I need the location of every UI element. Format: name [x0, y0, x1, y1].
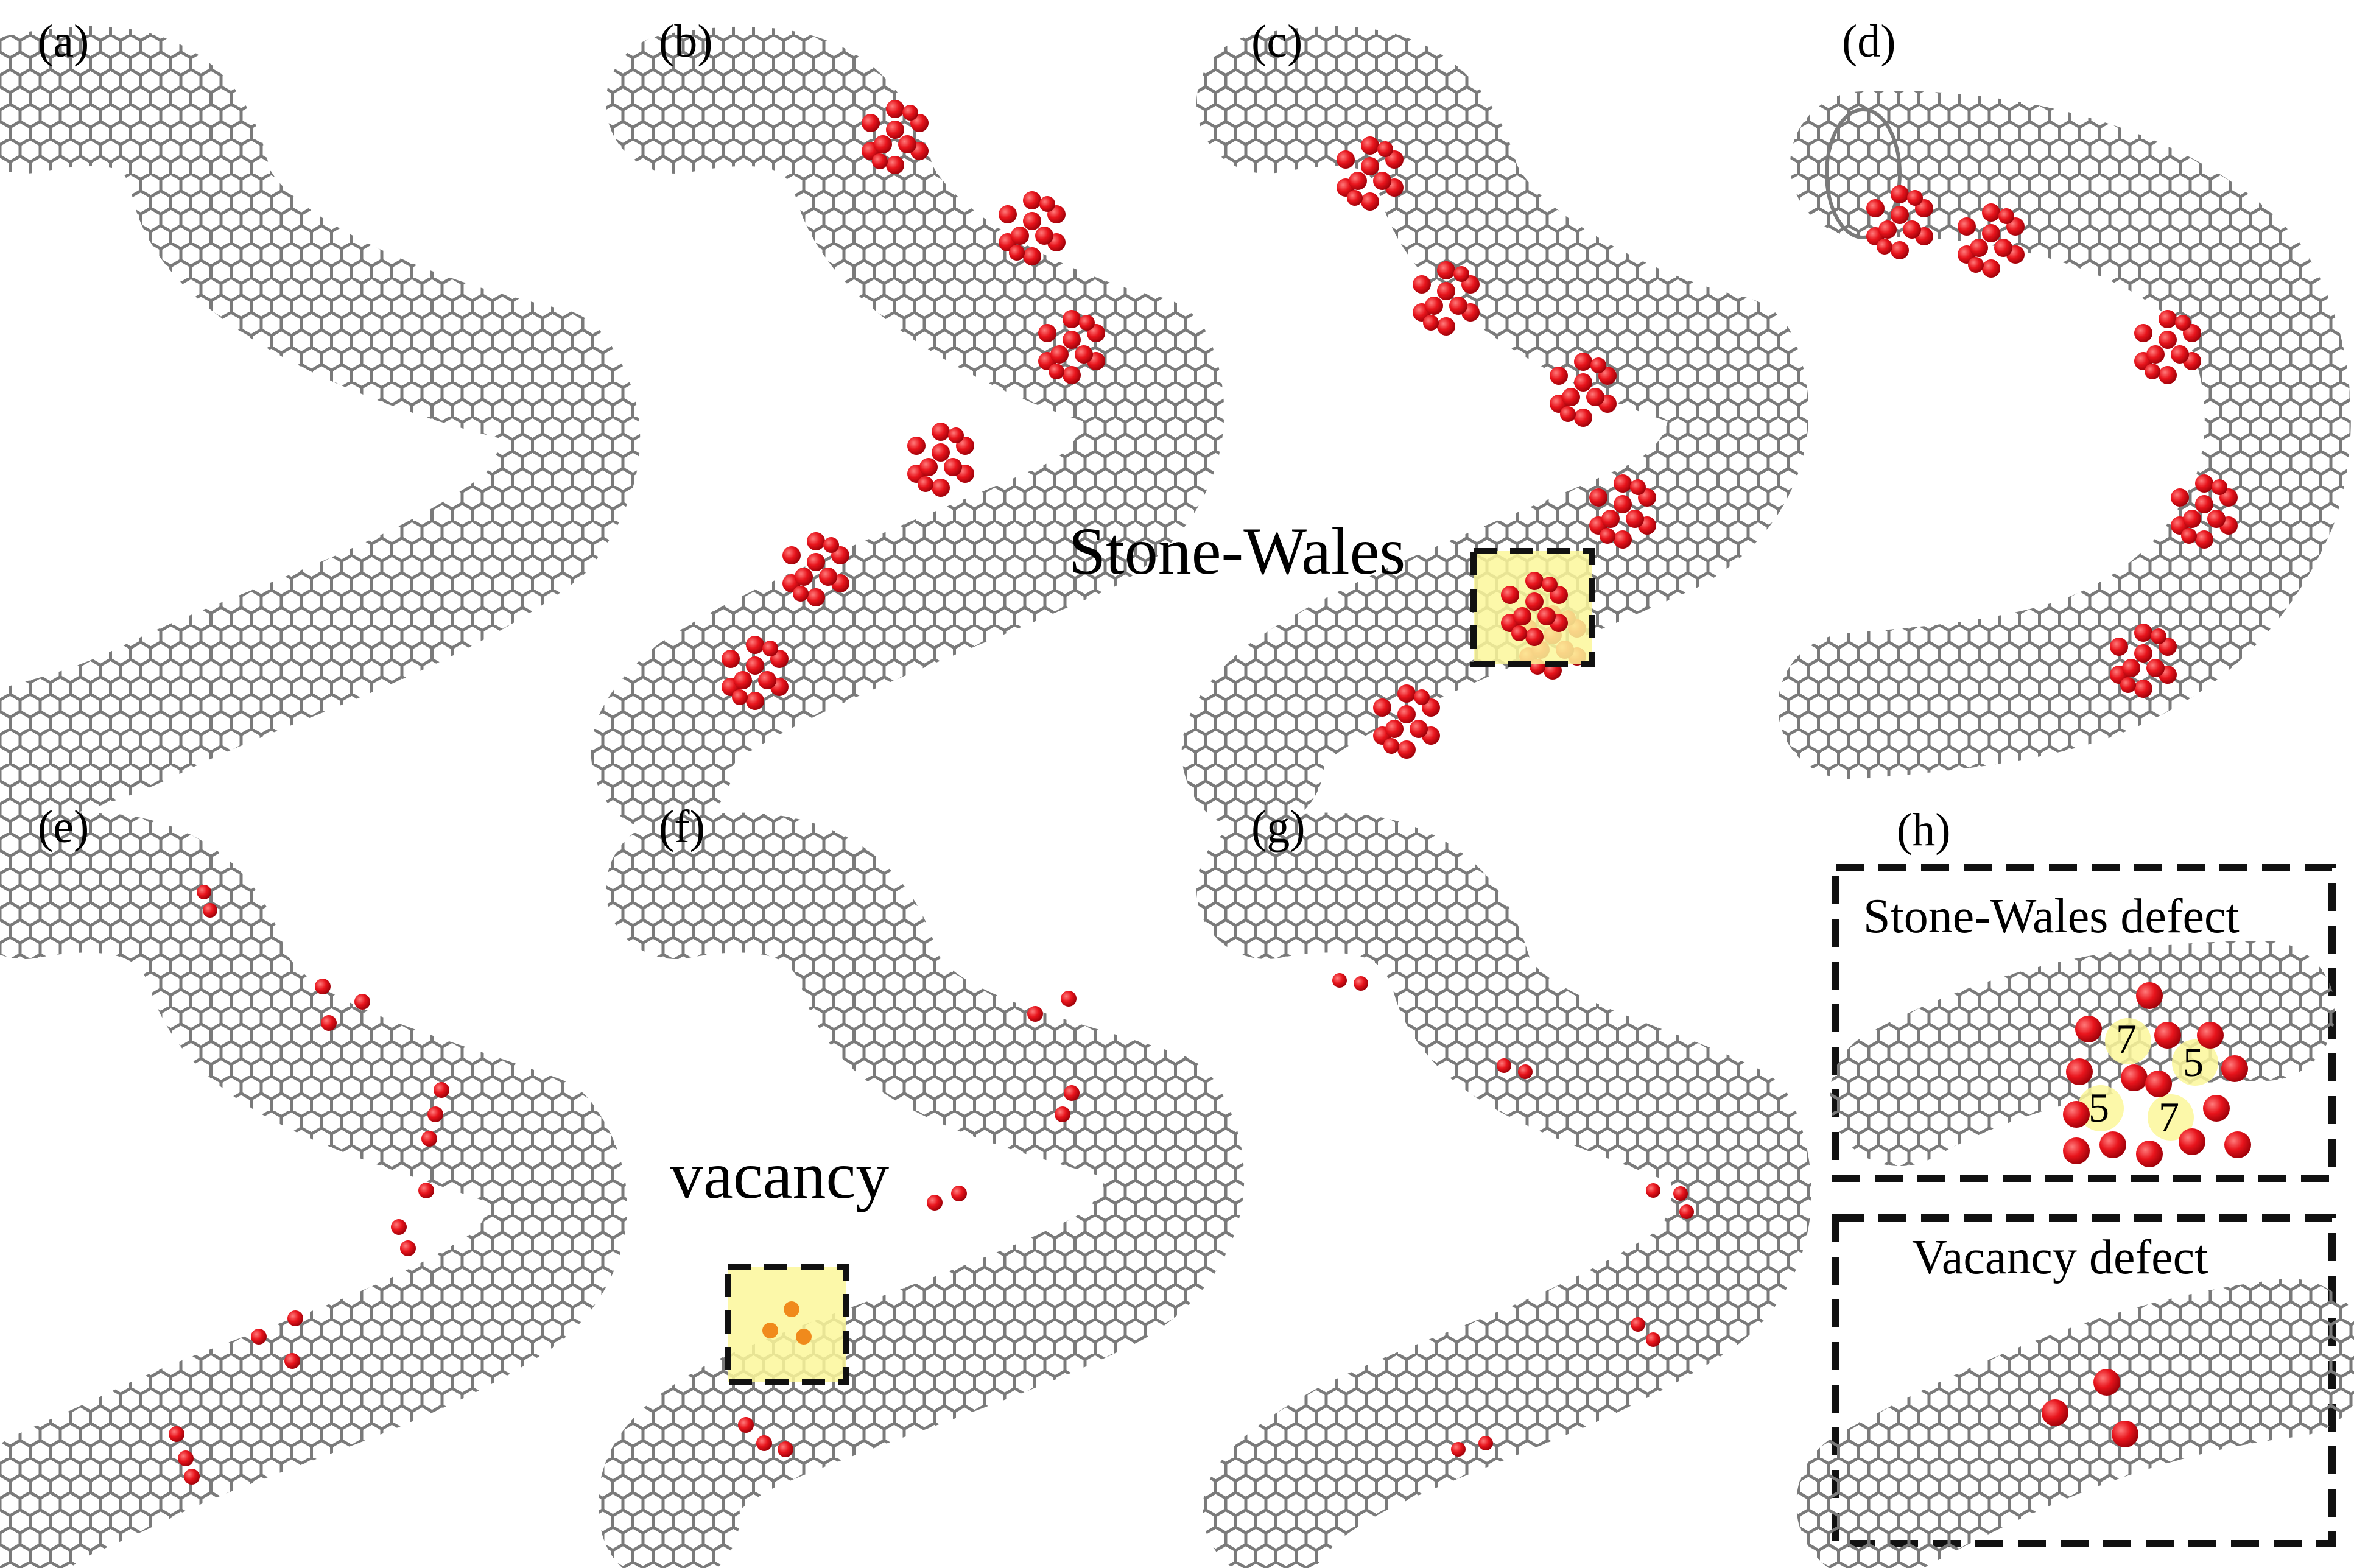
- panel-label-d: (d): [1842, 16, 1896, 67]
- panel-label-c: (c): [1251, 16, 1303, 67]
- panel-c-stone-wales-box: [1470, 548, 1595, 667]
- panel-f-vacancy-box: [725, 1264, 849, 1385]
- panel-e-defects: [169, 885, 449, 1485]
- panel-h-stone-wales-lattice: [1830, 941, 2335, 1166]
- panel-f-vacancy-atoms: [762, 1301, 812, 1345]
- annotation-stone-wales: Stone-Wales: [1069, 514, 1406, 588]
- panel-label-b: (b): [659, 16, 713, 67]
- panel-label-e: (e): [38, 801, 90, 853]
- panel-c-nanotube: [1182, 26, 1809, 831]
- panel-g-defects: [1332, 973, 1694, 1457]
- panel-label-a: (a): [38, 16, 90, 67]
- panel-h-vacancy-lattice: [1796, 1279, 2354, 1568]
- annotation-vacancy-defect: Vacancy defect: [1912, 1231, 2208, 1284]
- ring-number: 7: [2159, 1094, 2179, 1140]
- panel-label-g: (g): [1251, 801, 1305, 853]
- annotation-stone-wales-defect: Stone-Wales defect: [1863, 890, 2240, 943]
- annotation-vacancy: vacancy: [670, 1138, 890, 1212]
- panel-d-nanotube: [1778, 91, 2351, 779]
- panel-f-nanotube: [598, 812, 1245, 1568]
- ring-number: 5: [2183, 1039, 2204, 1085]
- panel-f-defects: [738, 991, 1080, 1457]
- panel-h-stone-wales-atoms: [2063, 982, 2251, 1167]
- panel-f-vacancy-highlight: [728, 1267, 846, 1382]
- ring-number: 5: [2089, 1085, 2109, 1131]
- ring-number: 7: [2116, 1016, 2137, 1062]
- panel-label-f: (f): [659, 801, 705, 853]
- panel-h-stone-wales-highlight: [2078, 1018, 2218, 1141]
- panel-g-nanotube: [1196, 812, 1811, 1568]
- panel-label-h: (h): [1897, 804, 1951, 856]
- panel-a-nanotube: [0, 26, 641, 825]
- panel-h-vacancy-atoms: [2042, 1369, 2138, 1447]
- panel-e-nanotube: [0, 812, 627, 1568]
